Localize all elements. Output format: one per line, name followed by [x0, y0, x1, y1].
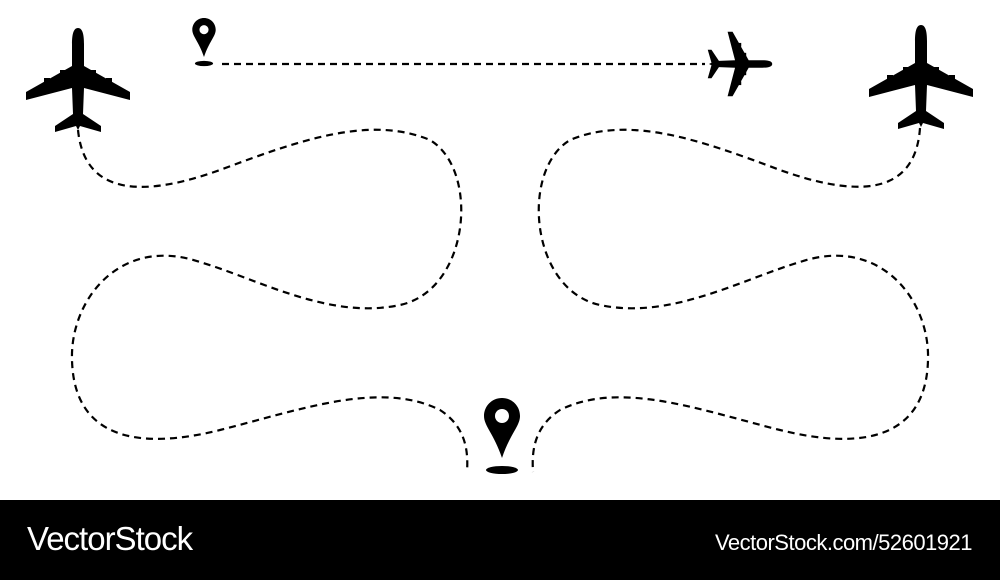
location-pin-icon	[192, 18, 216, 67]
airplane-flying-icon	[707, 31, 773, 97]
dashed-right-loop-route	[531, 127, 930, 473]
brand-logo: VectorStock	[27, 520, 193, 557]
airplane-icon	[869, 25, 973, 129]
location-pin-icon	[484, 398, 520, 474]
airplane-icon	[26, 28, 130, 132]
dashed-left-loop-route	[70, 128, 469, 473]
flight-route-illustration	[26, 18, 973, 474]
footer-bar: VectorStock VectorStock.com/52601921	[0, 500, 1000, 580]
image-reference: VectorStock.com/52601921	[714, 530, 973, 555]
